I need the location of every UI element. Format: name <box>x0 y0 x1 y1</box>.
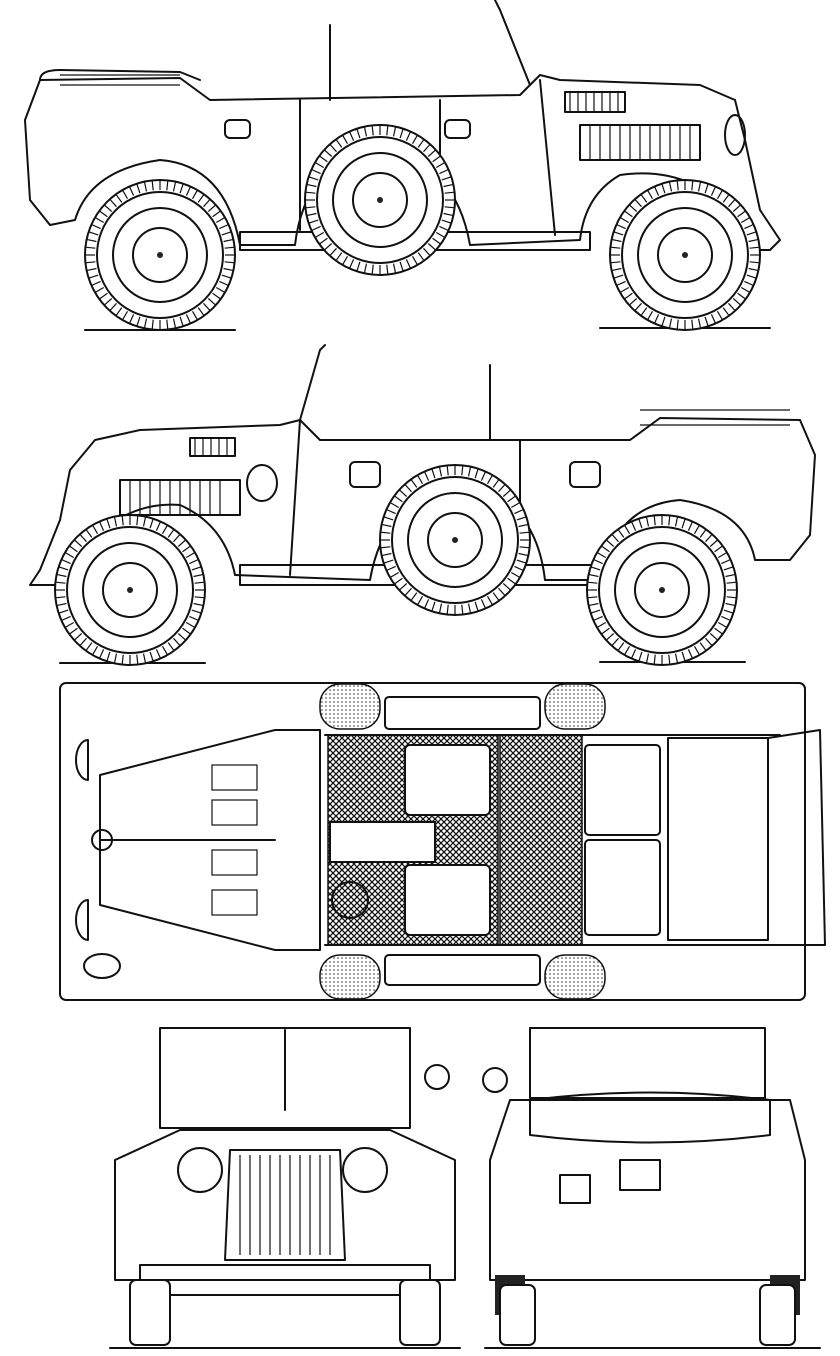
wheels <box>54 124 761 666</box>
wheel <box>609 179 761 331</box>
wheel <box>379 464 531 616</box>
hood-vents <box>211 764 258 916</box>
wheel <box>84 179 236 331</box>
top-view <box>59 682 826 1001</box>
wheel <box>54 514 206 666</box>
rear-view <box>482 1027 821 1349</box>
front-view <box>109 1027 461 1349</box>
wheel <box>586 514 738 666</box>
wheel <box>304 124 456 276</box>
